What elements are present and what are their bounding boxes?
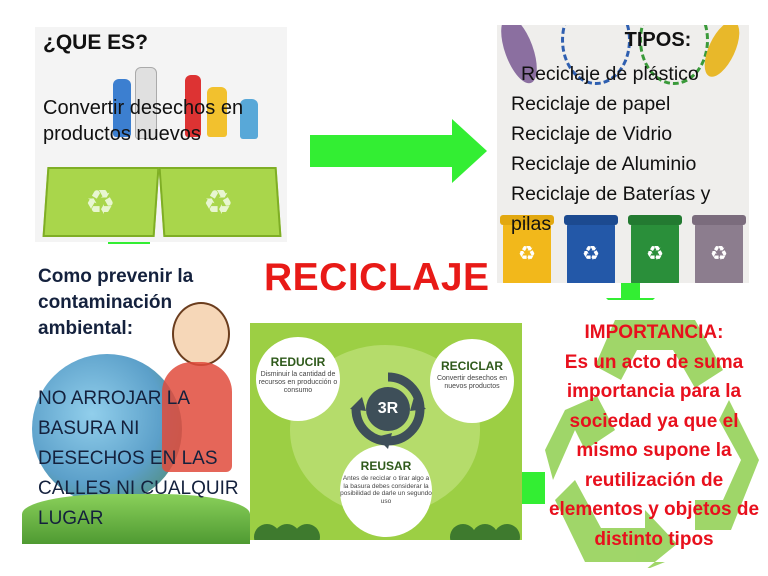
panel-prevenir: Como prevenir la contaminación ambiental… [22, 244, 250, 544]
importancia-body: Es un acto de suma importancia para la s… [548, 351, 760, 550]
prevenir-text: NO ARROJAR LA BASURA NI DESECHOS EN LAS … [38, 388, 239, 529]
panel-3r: REDUCIR Disminuir la cantidad de recurso… [250, 323, 522, 540]
prevenir-title: Como prevenir la contaminación ambiental… [38, 266, 194, 339]
tipos-title: TIPOS: [624, 29, 692, 51]
bottle-icon [185, 75, 201, 137]
bottle-icon [113, 79, 131, 137]
reusar-title: REUSAR [360, 459, 412, 473]
reciclar-text: Convertir desechos en nuevos productos [436, 375, 508, 390]
bottle-icon [207, 87, 227, 137]
tree-icon [254, 524, 280, 540]
que-es-title: ¿QUE ES? [43, 31, 149, 54]
recycle-icon: ♻ [646, 243, 664, 265]
tree-icon [274, 524, 300, 540]
panel-importancia: IMPORTANCIA: Es un acto de suma importan… [545, 300, 763, 568]
reusar-text: Antes de reciclar o tirar algo a la basu… [340, 475, 432, 505]
recycle-icon: ♻ [518, 243, 536, 265]
recycle-icon: ♻ [203, 184, 234, 222]
tree-icon [494, 524, 520, 540]
reciclar-circle: RECICLAR Convertir desechos en nuevos pr… [430, 339, 514, 423]
tipos-item: Reciclaje de Baterías y pilas [511, 183, 711, 235]
importancia-text: IMPORTANCIA: Es un acto de suma importan… [545, 318, 763, 554]
recycle-icon [545, 320, 759, 568]
panel-que-es: ♻ ♻ ¿QUE ES? Convertir desechos en produ… [35, 27, 287, 242]
importancia-title: IMPORTANCIA: [584, 322, 724, 343]
arrow-right-icon [310, 119, 487, 183]
globe-icon [32, 354, 182, 504]
reducir-circle: REDUCIR Disminuir la cantidad de recurso… [256, 337, 340, 421]
tipos-item: Reciclaje de plástico [521, 63, 699, 85]
tipos-item: Reciclaje de Vidrio [511, 123, 673, 145]
bin-green-icon: ♻ [628, 215, 682, 283]
tipos-list: Reciclaje de plástico Reciclaje de papel… [511, 59, 747, 239]
main-title: RECICLAJE [264, 256, 490, 299]
tree-icon [450, 524, 476, 540]
bin-yellow-icon: ♻ [500, 215, 554, 283]
tree-icon [294, 524, 320, 540]
que-es-text: Convertir desechos en productos nuevos [43, 97, 244, 145]
reusar-circle: REUSAR Antes de reciclar o tirar algo a … [340, 445, 432, 537]
recycle-icon: ♻ [85, 184, 116, 222]
tipos-item: Reciclaje de papel [511, 93, 671, 115]
grass-icon [22, 494, 250, 544]
tree-icon [472, 524, 498, 540]
bin-blue-icon: ♻ [564, 215, 618, 283]
center-3r-badge: 3R [366, 387, 410, 431]
reciclar-title: RECICLAR [441, 359, 503, 373]
cycle-arrows-icon [350, 372, 426, 449]
panel-tipos: ♻ ♻ ♻ ♻ TIPOS: Reciclaje de plástico Rec… [497, 25, 749, 283]
center-3r-label: 3R [377, 400, 399, 417]
recycle-icon: ♻ [582, 243, 600, 265]
bin-gray-icon: ♻ [692, 215, 746, 283]
girl-dress-icon [162, 362, 232, 472]
bottle-icon [240, 99, 258, 139]
recycle-icon: ♻ [710, 243, 728, 265]
tipos-item: Reciclaje de Aluminio [511, 153, 697, 175]
reducir-text: Disminuir la cantidad de recursos en pro… [258, 371, 338, 394]
bottle-icon [135, 67, 157, 139]
reducir-title: REDUCIR [270, 355, 326, 369]
